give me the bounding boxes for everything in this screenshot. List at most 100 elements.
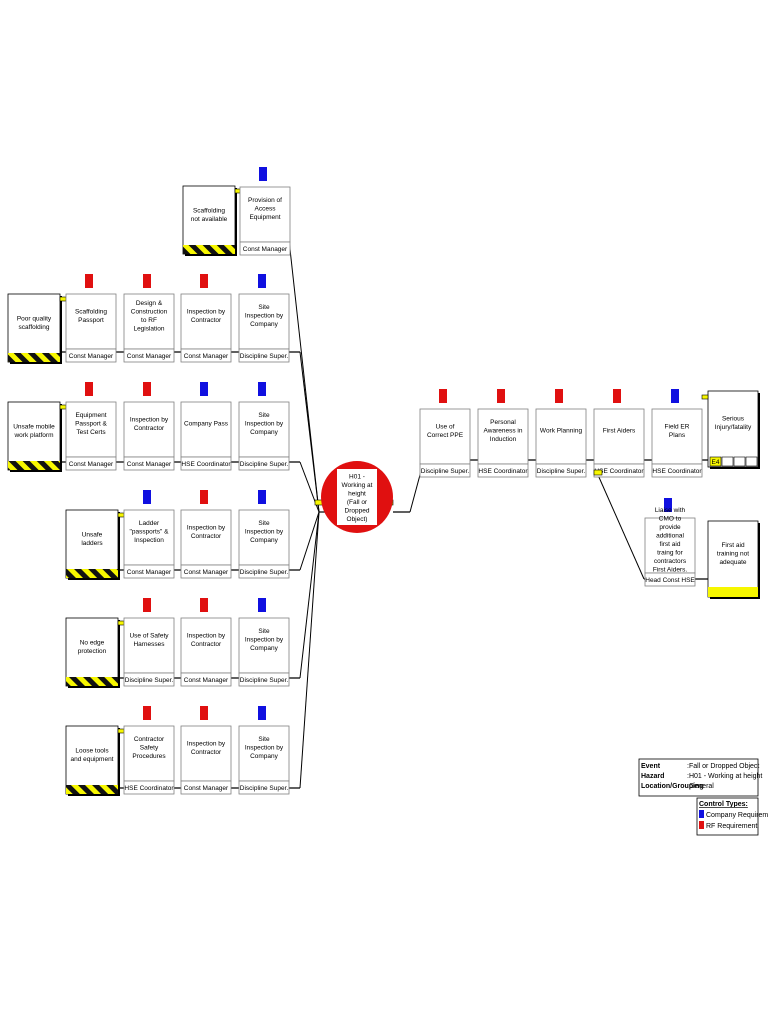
control-owner: Discipline Super.: [125, 677, 174, 684]
threat-connector: [299, 511, 320, 571]
text-line: Passport &: [75, 421, 107, 428]
text-line: Inspection by: [187, 308, 226, 315]
control-type-label: RF Requirement: [706, 823, 757, 830]
text-line: Induction: [490, 436, 517, 443]
risk-cell: [733, 456, 746, 467]
text-line: Contractor: [191, 533, 222, 540]
text-line: Site: [258, 412, 270, 419]
owner-cell: [180, 780, 232, 795]
hazard-stripe: [183, 245, 235, 254]
text-line: Design &: [136, 300, 163, 307]
text-line: Site: [258, 304, 270, 311]
consequence-tab: [701, 394, 709, 400]
text-line: Poor quality: [17, 315, 52, 322]
text-line: Passport: [78, 317, 104, 324]
text-line: Construction: [131, 308, 168, 315]
text-line: First Aiders.: [653, 566, 688, 573]
text-line: Contractor: [134, 736, 165, 743]
text-line: first aid: [660, 541, 681, 548]
text-line: Loose tools: [75, 747, 109, 754]
text-line: Inspection by: [187, 632, 226, 639]
control-type-swatch: [699, 821, 704, 829]
control-type-marker: [439, 389, 447, 403]
text-line: Ladder: [139, 520, 160, 527]
owner-cell: [180, 348, 232, 363]
control-owner: HSE Coordinator: [181, 461, 231, 468]
control-owner: Const Manager: [127, 461, 172, 468]
control-type-marker: [143, 274, 151, 288]
risk-cell: [721, 456, 734, 467]
owner-cell: [651, 463, 703, 478]
control-type-marker: [143, 382, 151, 396]
control-type-marker: [258, 382, 266, 396]
control-owner: HSE Coordinator: [124, 785, 174, 792]
text-line: height: [348, 490, 366, 497]
owner-cell: [65, 456, 117, 471]
control-owner: Discipline Super.: [421, 468, 470, 475]
threat-tab: [117, 620, 125, 626]
text-line: Safety: [140, 745, 159, 752]
text-line: Site: [258, 736, 270, 743]
text-line: Contractor: [191, 749, 222, 756]
control-card: [180, 617, 232, 674]
owner-cell: [180, 672, 232, 687]
control-card: [180, 293, 232, 350]
owner-cell: [238, 780, 290, 795]
text-line: Inspection: [134, 537, 164, 544]
escalation-bar: [708, 587, 758, 597]
control-type-swatch: [699, 810, 704, 818]
text-line: Inspection by: [245, 313, 284, 320]
text-line: Working at: [342, 482, 373, 489]
escalation-card: [707, 520, 759, 598]
text-line: Use of: [436, 423, 455, 430]
control-owner: Const Manager: [184, 785, 229, 792]
text-line: Unsafe mobile: [13, 423, 55, 430]
control-owner: Const Manager: [184, 677, 229, 684]
hazard-label-box: [337, 469, 377, 525]
text-line: Scaffolding: [75, 308, 107, 315]
owner-cell: [535, 463, 587, 478]
